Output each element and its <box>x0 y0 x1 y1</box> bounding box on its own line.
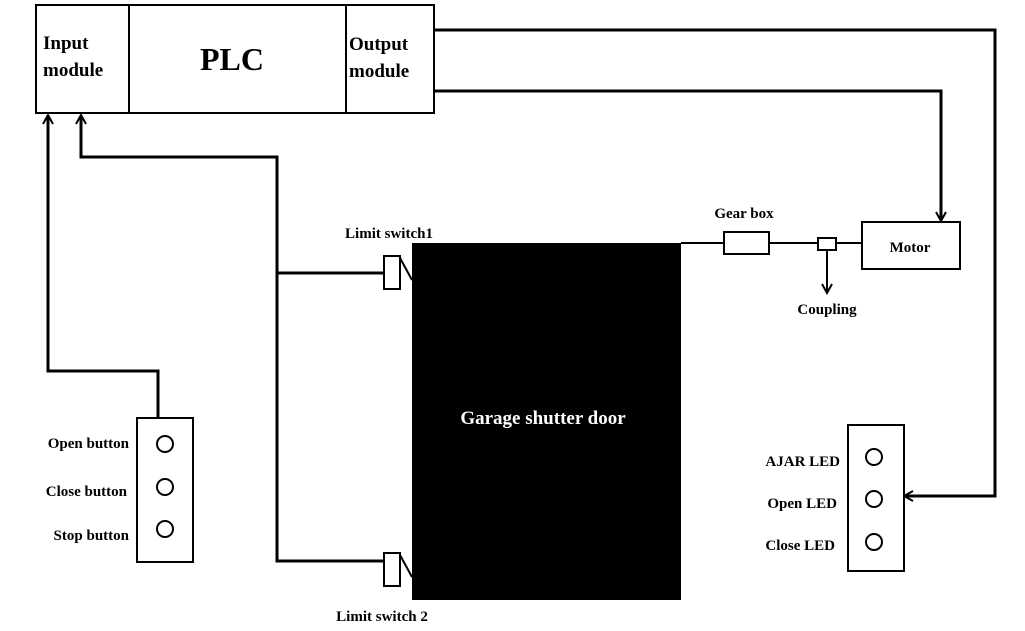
garage-shutter-door: Garage shutter door <box>412 243 681 600</box>
close-led-label: Close LED <box>765 538 835 554</box>
motor-label: Motor <box>890 240 931 256</box>
plc-title: PLC <box>200 41 264 77</box>
open-button-label: Open button <box>48 436 130 452</box>
wiring <box>48 28 997 563</box>
open-led-indicator <box>865 490 883 508</box>
limit-switch-2-body <box>383 552 401 587</box>
limit-switches-to-input-wire <box>81 116 383 275</box>
limit-switch-1-label: Limit switch1 <box>345 226 433 242</box>
output-module-label-line1: Output <box>349 34 409 55</box>
motor-body <box>861 221 961 270</box>
input-module-label-line2: module <box>43 60 103 81</box>
output-module-label-line2: module <box>349 61 409 82</box>
stop-button-indicator <box>156 520 174 538</box>
output-to-leds-wire <box>434 28 997 496</box>
limit-switch-1: Limit switch1 <box>345 226 433 290</box>
coupling-label: Coupling <box>797 302 857 318</box>
gear-box: Gear box <box>714 206 774 255</box>
door-label: Garage shutter door <box>460 408 626 429</box>
ajar-led-label: AJAR LED <box>765 454 840 470</box>
button-panel: Open button Close button Stop button <box>46 417 194 563</box>
plc-block: Input module PLC Output module <box>35 4 435 114</box>
plc-outline <box>35 4 435 114</box>
led-panel: AJAR LED Open LED Close LED <box>765 424 905 572</box>
coupling-body <box>817 237 837 251</box>
limit-switch2-wire <box>275 273 383 563</box>
motor: Motor <box>861 221 961 270</box>
gear-box-label: Gear box <box>714 206 774 222</box>
limit-switch-2-label: Limit switch 2 <box>336 609 428 625</box>
ajar-led-indicator <box>865 448 883 466</box>
coupling: Coupling <box>797 237 857 318</box>
limit-switch-2: Limit switch 2 <box>336 552 428 625</box>
limit-switch-1-body <box>383 255 401 290</box>
buttons-to-input-wire <box>48 116 160 418</box>
close-led-indicator <box>865 533 883 551</box>
open-led-label: Open LED <box>767 496 837 512</box>
stop-button-label: Stop button <box>54 528 130 544</box>
open-button-indicator <box>156 435 174 453</box>
close-button-indicator <box>156 478 174 496</box>
input-module-label-line1: Input <box>43 33 89 54</box>
door-body <box>412 243 681 600</box>
close-button-label: Close button <box>46 484 128 500</box>
output-to-motor-wire <box>434 89 941 220</box>
gear-box-body <box>723 231 770 255</box>
